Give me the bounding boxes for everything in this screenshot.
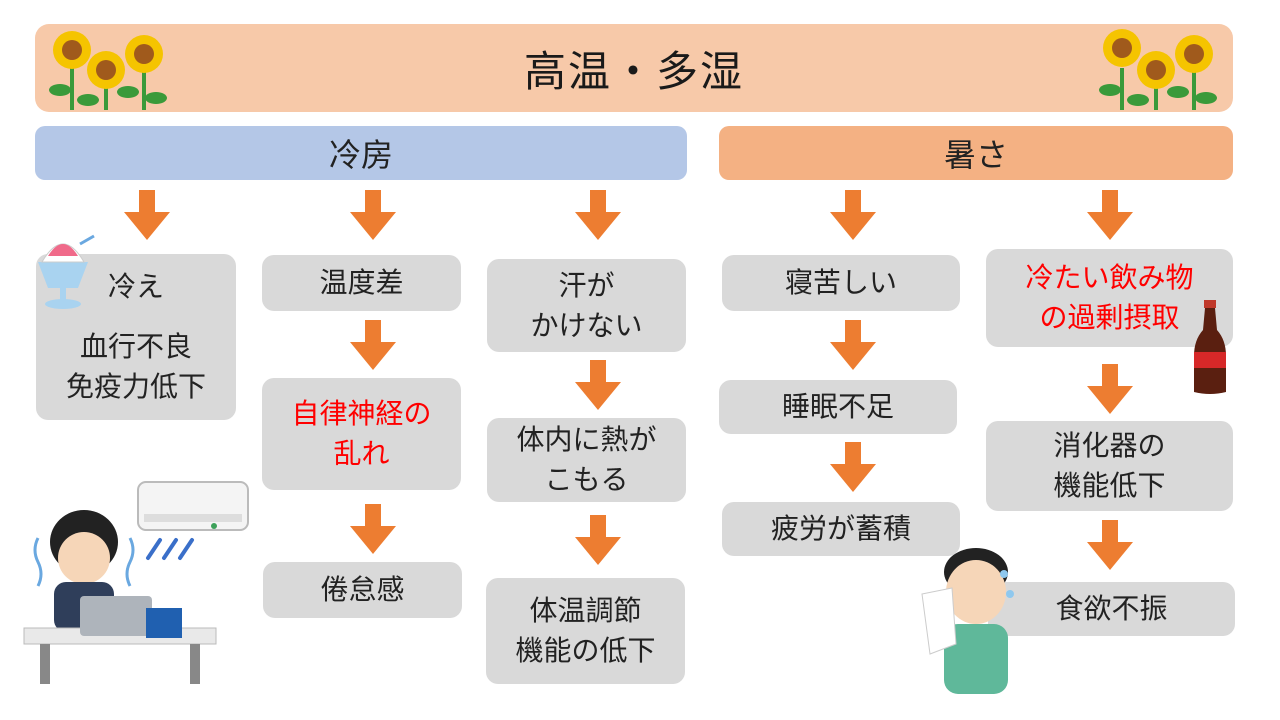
arrow-down-icon xyxy=(350,504,396,554)
box-temperature-difference: 温度差 xyxy=(262,255,461,311)
box-hard-to-sleep-label: 寝苦しい xyxy=(784,266,897,299)
box-fatigue: 倦怠感 xyxy=(263,562,462,618)
arrow-down-icon xyxy=(1087,190,1133,240)
arrow-down-icon xyxy=(830,442,876,492)
box-digestive-decline-line1: 消化器の xyxy=(1053,429,1166,462)
box-temperature-difference-label: 温度差 xyxy=(319,266,404,299)
arrow-down-icon xyxy=(830,190,876,240)
cola-bottle-icon xyxy=(1194,300,1226,394)
box-sleep-deprivation: 睡眠不足 xyxy=(719,380,957,434)
box-thermoregulation-decline: 体温調節 機能の低下 xyxy=(486,578,685,684)
category-heat-label: 暑さ xyxy=(943,136,1008,174)
box-fatigue-label: 倦怠感 xyxy=(320,573,405,606)
cold-office-worker-icon xyxy=(23,481,249,684)
box-heat-retained-line2: こもる xyxy=(544,463,629,496)
arrow-down-icon xyxy=(350,320,396,370)
box-cannot-sweat-line1: 汗が xyxy=(558,268,615,302)
box-autonomic-disorder-line2: 乱れ xyxy=(333,437,390,470)
sunflowers-left-icon xyxy=(49,31,167,110)
box-fatigue-accumulation-label: 疲労が蓄積 xyxy=(770,512,911,545)
category-cooling: 冷房 xyxy=(35,126,687,180)
box-fatigue-accumulation: 疲労が蓄積 xyxy=(722,502,960,556)
box-cannot-sweat: 汗が かけない xyxy=(487,259,686,352)
sweating-man-icon xyxy=(921,548,1014,694)
category-heat: 暑さ xyxy=(719,126,1233,180)
shaved-ice-icon xyxy=(38,234,95,309)
arrow-down-icon xyxy=(1087,520,1133,570)
box-heat-retained-line1: 体内に熱が xyxy=(516,423,657,456)
arrow-down-icon xyxy=(830,320,876,370)
banner-title: 高温・多湿 xyxy=(523,46,744,96)
box-chill: 冷え 血行不良 免疫力低下 xyxy=(36,254,236,420)
box-hard-to-sleep: 寝苦しい xyxy=(722,255,960,311)
box-sleep-deprivation-label: 睡眠不足 xyxy=(781,390,894,423)
arrow-down-icon xyxy=(124,190,170,240)
arrow-down-icon xyxy=(575,360,621,410)
arrow-down-icon xyxy=(1087,364,1133,414)
title-banner: 高温・多湿 xyxy=(35,24,1233,112)
arrow-down-icon xyxy=(575,190,621,240)
sunflowers-right-icon xyxy=(1099,29,1217,110)
box-autonomic-disorder: 自律神経の 乱れ xyxy=(262,378,461,490)
arrow-down-icon xyxy=(575,515,621,565)
box-chill-line2: 血行不良 xyxy=(79,330,192,363)
box-chill-line1: 冷え xyxy=(107,270,164,303)
box-excess-cold-drinks: 冷たい飲み物 の過剰摂取 xyxy=(986,249,1233,347)
box-cannot-sweat-line2: かけない xyxy=(530,308,643,342)
category-cooling-label: 冷房 xyxy=(328,136,393,174)
box-excess-cold-drinks-line2: の過剰摂取 xyxy=(1039,301,1180,334)
box-chill-line3: 免疫力低下 xyxy=(65,370,206,403)
arrow-down-icon xyxy=(350,190,396,240)
box-digestive-decline: 消化器の 機能低下 xyxy=(986,421,1233,511)
box-loss-of-appetite-label: 食欲不振 xyxy=(1055,592,1168,625)
box-loss-of-appetite: 食欲不振 xyxy=(988,582,1235,636)
box-thermoregulation-line2: 機能の低下 xyxy=(515,634,656,667)
box-digestive-decline-line2: 機能低下 xyxy=(1053,469,1166,502)
box-autonomic-disorder-line1: 自律神経の xyxy=(291,397,432,430)
box-thermoregulation-line1: 体温調節 xyxy=(529,594,642,627)
box-excess-cold-drinks-line1: 冷たい飲み物 xyxy=(1025,261,1194,294)
box-heat-retained: 体内に熱が こもる xyxy=(487,418,686,502)
